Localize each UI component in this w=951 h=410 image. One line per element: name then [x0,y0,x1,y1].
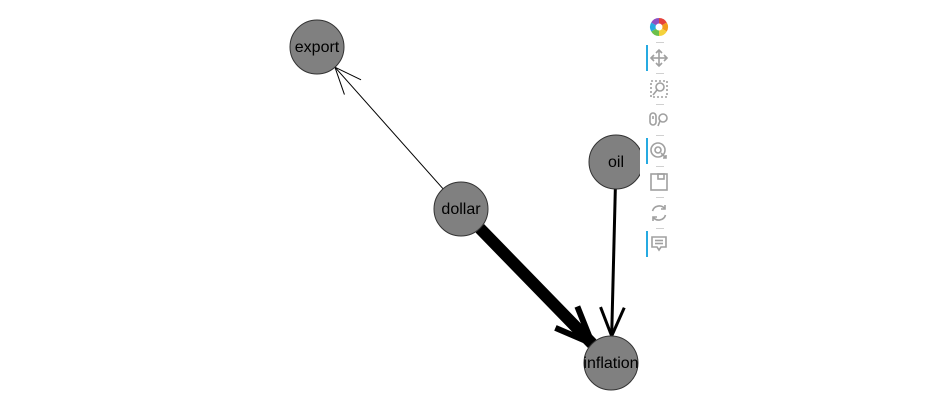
node-circle-oil[interactable] [588,134,640,190]
node-label-export: export [295,39,340,56]
toolbar-separator [656,73,664,74]
box-zoom-tool-button[interactable] [644,74,674,104]
node-circle-inflation[interactable] [583,335,639,391]
node-inflation[interactable]: inflation [583,335,639,391]
wheel-zoom-icon [649,112,668,127]
graph-nodes: export dollar oil inflation [289,19,640,391]
node-label-inflation: inflation [583,355,638,372]
edge-dollar-inflation-arrow-right [554,325,594,347]
node-label-dollar: dollar [441,201,481,218]
toolbar-separator [656,135,664,136]
hover-tool-button[interactable] [644,229,674,259]
edge-oil-inflation-arrow-right [599,306,614,337]
tap-target-icon [650,142,667,159]
hover-tooltip-icon [651,236,667,252]
network-graph: export dollar oil inflation [289,19,640,391]
node-dollar[interactable]: dollar [433,181,489,237]
bokeh-logo-icon [649,17,669,37]
tap-tool-button[interactable] [644,136,674,166]
reset-icon [651,205,667,221]
save-icon [650,173,668,191]
edge-dollar-inflation [475,224,597,348]
edge-oil-inflation-arrow-left [610,307,626,337]
edge-oil-inflation [610,188,617,337]
pan-tool-button[interactable] [644,43,674,73]
edge-dollar-export [334,66,444,190]
edge-dollar-inflation-arrow-left [574,305,595,345]
node-oil[interactable]: oil [588,134,640,190]
wheel-zoom-tool-button[interactable] [644,105,674,135]
node-circle-dollar[interactable] [433,181,489,237]
toolbar-separator [656,104,664,105]
reset-tool-button[interactable] [644,198,674,228]
toolbar [644,12,678,259]
move-arrows-icon [649,48,669,68]
save-tool-button[interactable] [644,167,674,197]
toolbar-separator [656,166,664,167]
bokeh-logo[interactable] [644,12,674,42]
node-export[interactable]: export [289,19,345,75]
node-circle-export[interactable] [289,19,345,75]
edge-dollar-export-arrow-left [334,67,345,95]
box-zoom-icon [650,80,668,98]
graph-edges [334,66,626,348]
node-label-oil: oil [608,154,624,171]
toolbar-separator [656,42,664,43]
edge-dollar-export-arrow-right [334,66,362,81]
toolbar-separator [656,228,664,229]
toolbar-separator [656,197,664,198]
